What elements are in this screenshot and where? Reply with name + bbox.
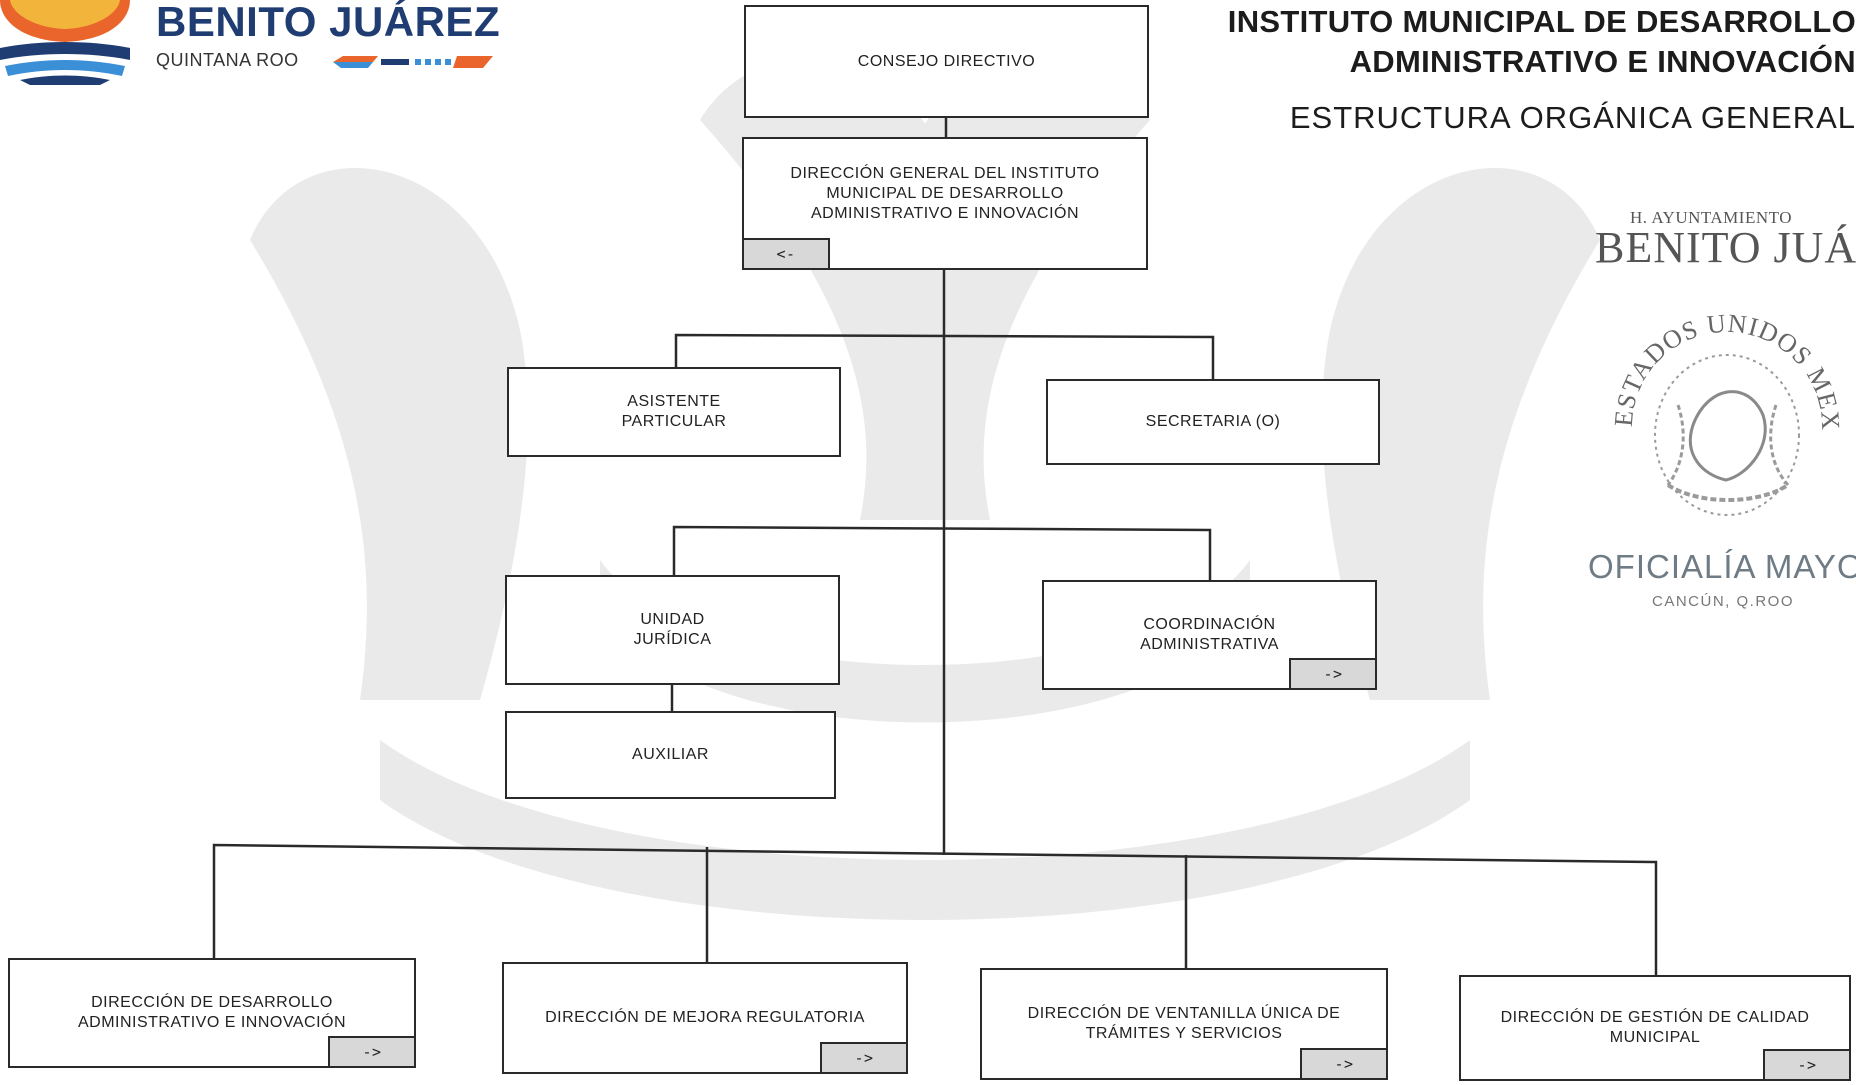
institute-title: INSTITUTO MUNICIPAL DE DESARROLLO ADMINI…: [1227, 4, 1856, 79]
node-direccion-desarrollo: DIRECCIÓN DE DESARROLLO ADMINISTRATIVO E…: [8, 958, 416, 1068]
forward-button[interactable]: ->: [820, 1042, 908, 1074]
node-unidad-juridica: UNIDAD JURÍDICA: [505, 575, 840, 685]
node-label: DIRECCIÓN DE DESARROLLO ADMINISTRATIVO E…: [77, 994, 347, 1031]
node-label: ASISTENTE PARTICULAR: [621, 393, 727, 430]
node-consejo-directivo: CONSEJO DIRECTIVO: [744, 5, 1149, 118]
node-label: DIRECCIÓN DE VENTANILLA ÚNICA DE TRÁMITE…: [1027, 1005, 1341, 1042]
stamp-city: CANCÚN, Q.ROO: [1652, 593, 1795, 610]
node-label: COORDINACIÓN ADMINISTRATIVA: [1140, 616, 1279, 653]
forward-button[interactable]: ->: [1763, 1049, 1851, 1081]
back-button[interactable]: <-: [742, 238, 830, 270]
node-auxiliar: AUXILIAR: [505, 711, 836, 799]
national-seal-icon: ESTADOS UNIDOS MEXICANOS: [1598, 285, 1845, 516]
node-label: DIRECCIÓN DE MEJORA REGULATORIA: [545, 1009, 865, 1026]
stamp-top-line: H. AYUNTAMIENTO: [1630, 208, 1792, 227]
node-asistente-particular: ASISTENTE PARTICULAR: [507, 367, 841, 457]
forward-button[interactable]: ->: [1289, 658, 1377, 690]
node-label: DIRECCIÓN GENERAL DEL INSTITUTO MUNICIPA…: [790, 164, 1100, 222]
node-direccion-gestion-calidad: DIRECCIÓN DE GESTIÓN DE CALIDAD MUNICIPA…: [1459, 975, 1851, 1081]
brand-stripes: [333, 56, 493, 68]
stamp-office: OFICIALÍA MAYOR: [1588, 548, 1856, 585]
stamp-name: BENITO JUÁREZ: [1595, 223, 1856, 272]
forward-button[interactable]: ->: [328, 1036, 416, 1068]
node-label: UNIDAD JURÍDICA: [633, 611, 712, 648]
node-label: SECRETARIA (O): [1145, 413, 1281, 430]
node-direccion-mejora-regulatoria: DIRECCIÓN DE MEJORA REGULATORIA ->: [502, 962, 908, 1074]
node-label: CONSEJO DIRECTIVO: [857, 52, 1036, 70]
brand-title: BENITO JUÁREZ: [156, 0, 501, 45]
node-coordinacion-administrativa: COORDINACIÓN ADMINISTRATIVA ->: [1042, 580, 1377, 690]
node-label: AUXILIAR: [632, 746, 709, 763]
seal-text: ESTADOS UNIDOS MEXICANOS: [1598, 285, 1844, 432]
svg-text:ESTADOS UNIDOS MEXICANOS: ESTADOS UNIDOS MEXICANOS: [1598, 285, 1845, 432]
benito-juarez-logo-icon: [0, 0, 130, 85]
forward-button[interactable]: ->: [1300, 1048, 1388, 1080]
node-label: DIRECCIÓN DE GESTIÓN DE CALIDAD MUNICIPA…: [1500, 1009, 1810, 1046]
node-secretaria: SECRETARIA (O): [1046, 379, 1380, 465]
node-direccion-general: DIRECCIÓN GENERAL DEL INSTITUTO MUNICIPA…: [742, 137, 1148, 270]
structure-title: ESTRUCTURA ORGÁNICA GENERAL: [1289, 100, 1856, 135]
node-direccion-ventanilla-unica: DIRECCIÓN DE VENTANILLA ÚNICA DE TRÁMITE…: [980, 968, 1388, 1080]
brand-subtitle: QUINTANA ROO: [156, 50, 299, 70]
